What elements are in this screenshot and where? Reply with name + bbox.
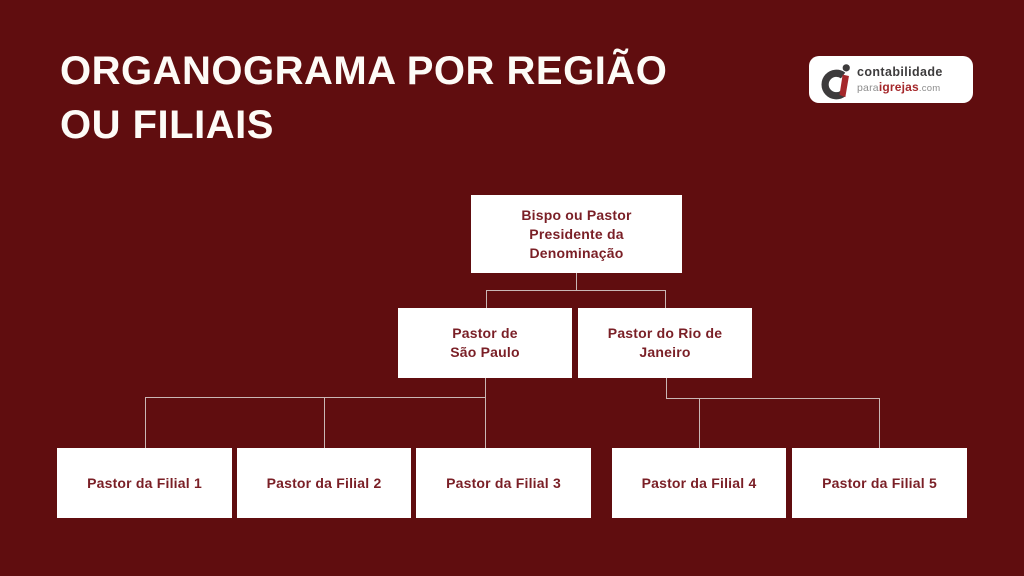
org-node-filial-2-label: Pastor da Filial 2 <box>266 474 382 491</box>
node-line: Presidente da <box>529 225 624 242</box>
org-node-filial-2: Pastor da Filial 2 <box>237 448 411 518</box>
connector-filial1-down <box>145 397 146 448</box>
brand-logo: contabilidade paraigrejas.com <box>809 56 973 103</box>
node-line: Bispo ou Pastor <box>521 206 632 223</box>
brand-word-igrejas: igrejas <box>878 79 919 94</box>
org-node-sao-paulo-label: Pastor de São Paulo <box>450 324 519 362</box>
brand-logo-text: contabilidade paraigrejas.com <box>857 66 943 93</box>
org-node-filial-4: Pastor da Filial 4 <box>612 448 786 518</box>
connector-sao-paulo-up <box>486 290 487 308</box>
connector-rio-up <box>665 290 666 308</box>
connector-level1-horizontal <box>486 290 666 291</box>
org-node-president: Bispo ou Pastor Presidente da Denominaçã… <box>471 195 682 273</box>
org-node-filial-5-label: Pastor da Filial 5 <box>822 474 937 491</box>
org-node-filial-5: Pastor da Filial 5 <box>792 448 967 518</box>
node-line: Pastor do Rio de <box>607 325 723 341</box>
connector-left-branch-horizontal <box>145 397 486 398</box>
org-node-filial-1-label: Pastor da Filial 1 <box>87 474 202 491</box>
page-title: ORGANOGRAMA POR REGIÃO OU FILIAIS <box>60 44 667 152</box>
connector-filial4-down <box>699 398 700 448</box>
page-title-line-2: OU FILIAIS <box>60 103 274 147</box>
org-node-filial-1: Pastor da Filial 1 <box>57 448 232 518</box>
org-node-president-label: Bispo ou Pastor Presidente da Denominaçã… <box>521 206 631 263</box>
org-node-filial-3-label: Pastor da Filial 3 <box>446 474 561 491</box>
brand-word-com: .com <box>918 82 941 94</box>
connector-filial2-down <box>324 397 325 448</box>
connector-right-branch-horizontal <box>666 398 880 399</box>
connector-root-down <box>576 273 577 291</box>
connector-rio-down <box>666 377 667 398</box>
node-line: Janeiro <box>639 344 691 360</box>
node-line: São Paulo <box>450 344 520 360</box>
connector-sao-paulo-down <box>485 377 486 397</box>
org-node-filial-3: Pastor da Filial 3 <box>416 448 591 518</box>
node-line: Pastor de <box>452 325 518 341</box>
node-line: Denominação <box>529 244 624 261</box>
brand-name-top: contabilidade <box>857 65 943 79</box>
org-node-sao-paulo: Pastor de São Paulo <box>398 308 572 378</box>
connector-filial5-down <box>879 398 880 448</box>
org-node-filial-4-label: Pastor da Filial 4 <box>641 474 757 491</box>
page-title-line-1: ORGANOGRAMA POR REGIÃO <box>60 49 668 93</box>
brand-name-bottom: paraigrejas.com <box>857 81 943 94</box>
ci-monogram-icon <box>821 63 850 99</box>
org-node-rio-de-janeiro: Pastor do Rio de Janeiro <box>578 308 752 378</box>
connector-filial3-down <box>485 397 486 448</box>
brand-word-para: para <box>857 81 879 94</box>
org-node-rio-de-janeiro-label: Pastor do Rio de Janeiro <box>608 324 722 362</box>
